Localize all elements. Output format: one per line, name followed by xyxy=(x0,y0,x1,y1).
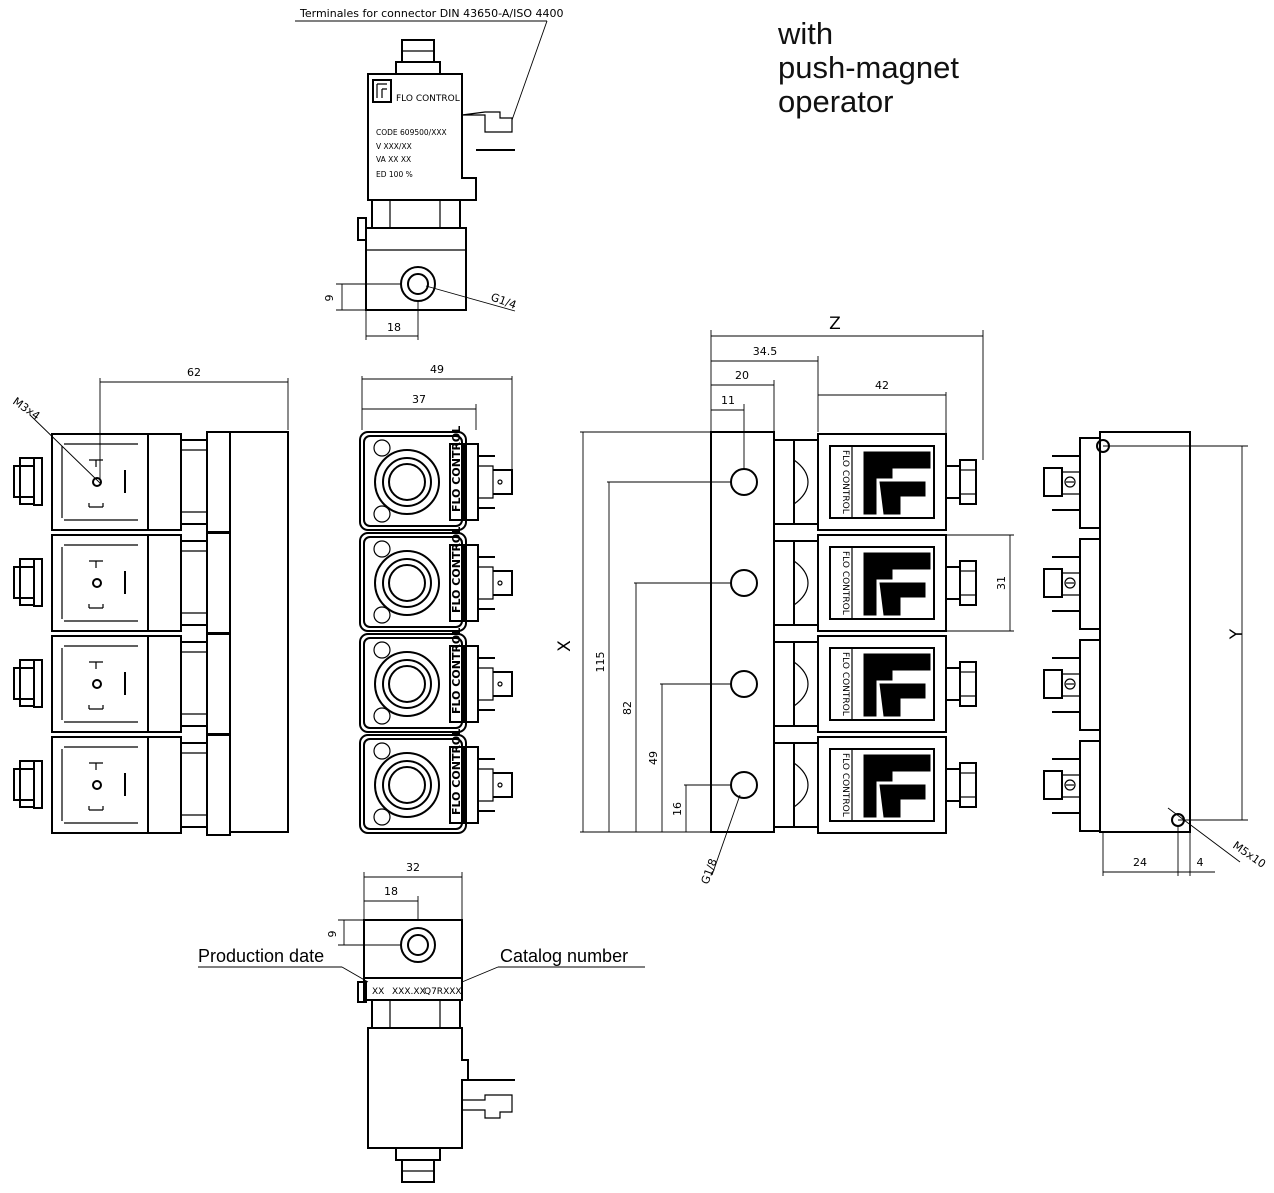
dim-v-49: 49 xyxy=(647,751,660,765)
side-label: FLO CONTROL xyxy=(450,426,463,512)
production-date-callout: Production date xyxy=(198,946,324,966)
dim-82: 82 xyxy=(621,701,634,715)
dim-z: Z xyxy=(829,314,841,334)
coil-ed: ED 100 % xyxy=(376,170,413,179)
dim-42: 42 xyxy=(875,379,889,392)
terminals-callout: Terminales for connector DIN 43650-A/ISO… xyxy=(299,7,563,20)
thread-screw-left: M3x4 xyxy=(10,395,42,423)
marking-right: Q7RXXX xyxy=(424,987,462,997)
thread-manifold-port: G1/8 xyxy=(699,857,720,886)
dim-4: 4 xyxy=(1197,856,1204,869)
dim-115: 115 xyxy=(594,652,607,673)
manifold-view: Z 34.5 20 11 42 X 115 82 49 xyxy=(555,314,1014,886)
right-side-view: M5x10 Y 24 4 xyxy=(1043,431,1268,876)
thread-screw-right: M5x10 xyxy=(1230,839,1268,871)
dim-11: 11 xyxy=(721,394,735,407)
coil-va: VA XX XX xyxy=(376,155,411,164)
dim-34-5: 34.5 xyxy=(753,345,778,358)
left-front-view: 62 M3x4 xyxy=(10,366,289,836)
coil-side-brand: FLO CONTROL xyxy=(840,450,850,514)
coil-voltage: V XXX/XX xyxy=(376,142,412,151)
dim-16: 16 xyxy=(671,802,684,816)
middle-plug-view: 49 37 FLO CONTROL xyxy=(359,363,513,834)
heading-line-3: operator xyxy=(778,84,893,119)
dim-x: X xyxy=(555,640,575,652)
marking-left: XX xyxy=(372,987,384,997)
dim-20: 20 xyxy=(735,369,749,382)
thread-top-port: G1/4 xyxy=(489,291,518,312)
dim-31: 31 xyxy=(995,576,1008,590)
dim-24: 24 xyxy=(1133,856,1147,869)
dim-y: Y xyxy=(1227,628,1247,640)
coil-brand: FLO CONTROL xyxy=(396,94,460,104)
heading: with push-magnet operator xyxy=(777,16,959,119)
dim-left-62: 62 xyxy=(187,366,201,379)
dim-bot-32: 32 xyxy=(406,861,420,874)
heading-line-1: with xyxy=(777,16,833,51)
dim-top-18: 18 xyxy=(387,321,401,334)
catalog-number-callout: Catalog number xyxy=(500,946,628,966)
dim-bot-18: 18 xyxy=(384,885,398,898)
dim-top-9: 9 xyxy=(323,295,336,302)
coil-code: CODE 609500/XXX xyxy=(376,128,447,137)
dim-mid-37: 37 xyxy=(412,393,426,406)
bottom-valve-view: 32 18 9 XX XXX.XX Q7RXXX Production date… xyxy=(198,861,645,1183)
fc-logo-icon xyxy=(863,451,931,515)
heading-line-2: push-magnet xyxy=(778,50,959,85)
dim-bot-9: 9 xyxy=(326,931,339,938)
top-valve-view: Terminales for connector DIN 43650-A/ISO… xyxy=(295,7,563,340)
marking-mid: XXX.XX xyxy=(392,987,426,997)
dim-mid-49: 49 xyxy=(430,363,444,376)
fc-logo-icon xyxy=(372,79,392,103)
